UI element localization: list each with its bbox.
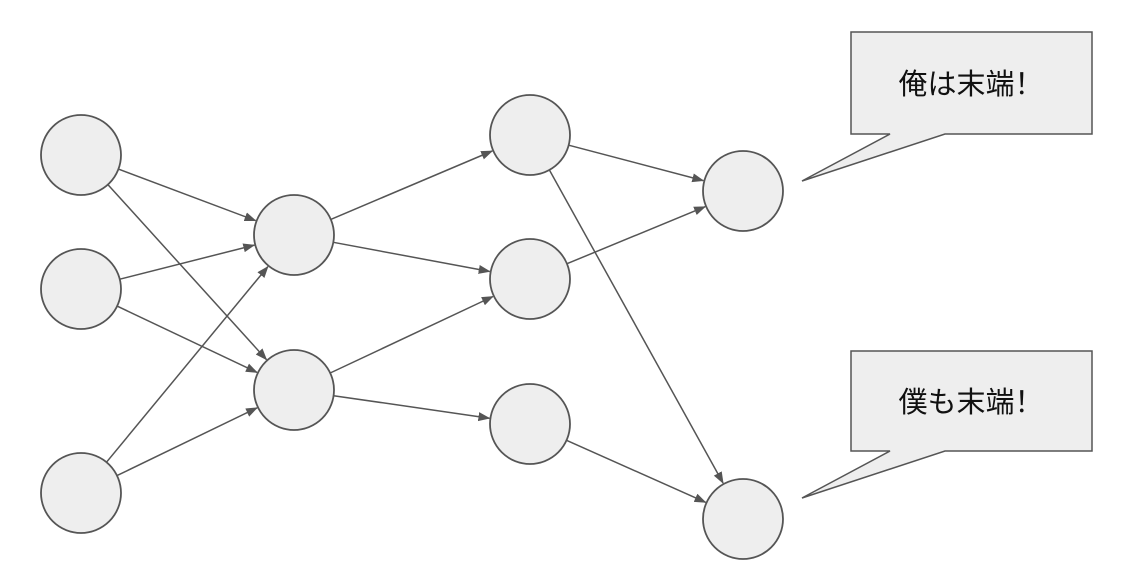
edge-c1-d2: [548, 169, 724, 484]
edge-b2-c2: [329, 295, 494, 374]
edge-c2-d1: [566, 206, 707, 265]
callout-bottom-bubble: [801, 350, 1093, 499]
edge-a3-b2: [116, 407, 259, 477]
callout-bottom-text: 僕も末端！: [898, 385, 1043, 419]
edge-a2-b1: [119, 243, 256, 280]
callout-top: 俺は末端！: [801, 31, 1093, 182]
node-a2: [40, 248, 122, 330]
callout-top-text: 俺は末端！: [898, 67, 1043, 101]
node-c1: [489, 94, 571, 176]
edge-c3-d2: [566, 439, 707, 503]
edge-b2-c3: [333, 394, 491, 422]
nodes-layer: [40, 94, 784, 560]
node-d2: [702, 478, 784, 560]
edge-a2-b2: [116, 305, 258, 374]
node-d1: [702, 150, 784, 232]
callout-bottom: 僕も末端！: [801, 350, 1093, 499]
node-b1: [253, 194, 335, 276]
edge-a3-b1: [105, 265, 269, 463]
node-c3: [489, 383, 571, 465]
node-b2: [253, 349, 335, 431]
edge-b1-c2: [333, 241, 491, 274]
edge-b1-c1: [330, 150, 494, 221]
edges-layer: [105, 144, 724, 503]
edge-c1-d1: [568, 144, 705, 183]
callout-top-bubble: [801, 31, 1093, 182]
node-a1: [40, 114, 122, 196]
edge-a1-b2: [107, 184, 268, 361]
node-c2: [489, 238, 571, 320]
node-a3: [40, 452, 122, 534]
edge-a1-b1: [118, 168, 257, 222]
